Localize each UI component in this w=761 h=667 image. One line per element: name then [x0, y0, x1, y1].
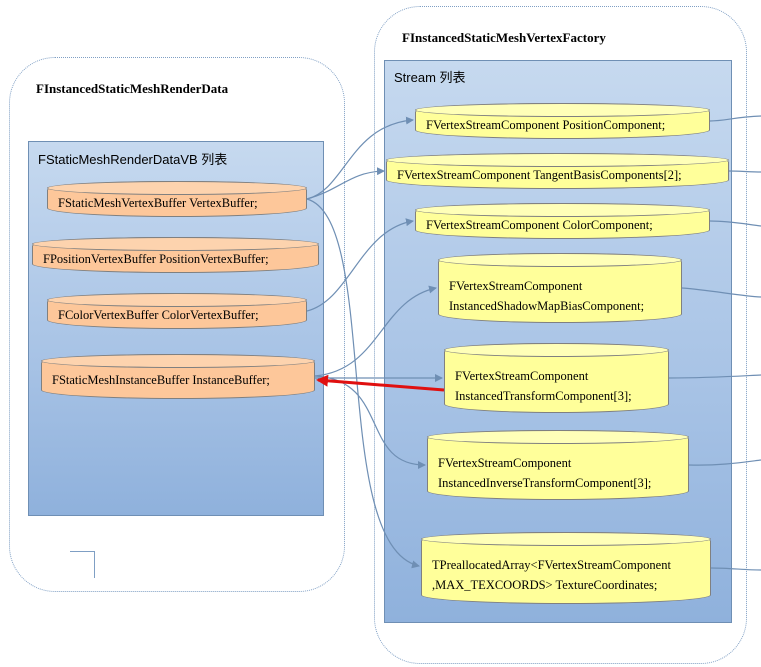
color-vertex-buffer: FColorVertexBuffer ColorVertexBuffer; — [47, 293, 307, 329]
texture-coordinates-stream: TPreallocatedArray<FVertexStreamComponen… — [421, 532, 711, 604]
tangent-basis-components-stream: FVertexStreamComponent TangentBasisCompo… — [386, 153, 729, 189]
corner-mark — [70, 551, 95, 578]
position-component-stream: FVertexStreamComponent PositionComponent… — [415, 103, 710, 139]
static-mesh-instance-buffer: FStaticMeshInstanceBuffer InstanceBuffer… — [41, 354, 315, 399]
color-component-stream: FVertexStreamComponent ColorComponent; — [415, 203, 710, 239]
stream-list-title: Stream 列表 — [394, 70, 466, 85]
static-mesh-vertex-buffer: FStaticMeshVertexBuffer VertexBuffer; — [47, 181, 307, 217]
position-vertex-buffer: FPositionVertexBuffer PositionVertexBuff… — [32, 237, 319, 273]
vertex-factory-title: FInstancedStaticMeshVertexFactory — [402, 30, 606, 45]
render-data-title: FInstancedStaticMeshRenderData — [36, 81, 229, 96]
vertex-buffer-list-title: FStaticMeshRenderDataVB 列表 — [38, 152, 228, 167]
